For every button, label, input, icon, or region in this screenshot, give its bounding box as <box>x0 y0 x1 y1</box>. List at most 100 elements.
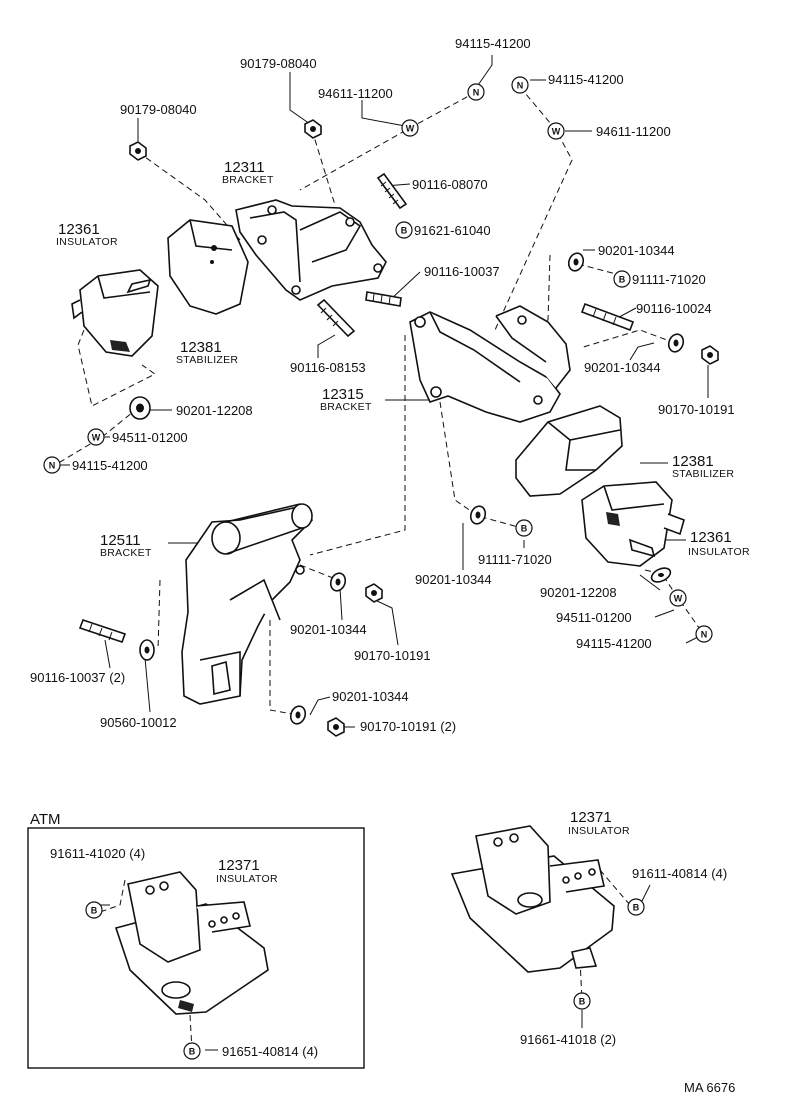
label-12361-left-number: 12361 <box>58 221 100 238</box>
label-94511-right: 94511-01200 <box>556 610 632 625</box>
label-12371-a-name: INSULATOR <box>216 873 278 885</box>
label-90170-10191-b: 90170-10191 <box>354 648 431 663</box>
hex-nut-icons <box>129 119 719 737</box>
svg-text:W: W <box>552 127 561 137</box>
washer-symbol-left: W <box>87 428 105 446</box>
label-90201-12208-left: 90201-12208 <box>176 403 253 418</box>
label-90201-10344-b: 90201-10344 <box>584 360 661 375</box>
bolt-symbol-12371-b: B <box>627 898 645 916</box>
svg-text:N: N <box>701 630 708 640</box>
label-90201-12208-right: 90201-12208 <box>540 585 617 600</box>
stud-icons <box>78 172 635 644</box>
bracket-12511-drawing <box>181 503 314 705</box>
label-94611-a: 94611-11200 <box>318 86 393 101</box>
svg-text:B: B <box>91 906 98 916</box>
label-12371-b-name: INSULATOR <box>568 825 630 837</box>
washer-symbol-bottom: W <box>669 589 687 607</box>
bolt-symbol-91621: B <box>395 221 413 239</box>
nut-symbol-top: N <box>467 83 485 101</box>
label-90560: 90560-10012 <box>100 715 177 730</box>
label-91111-a: 91111-71020 <box>632 272 706 287</box>
svg-text:N: N <box>517 81 524 91</box>
solid-leader-lines <box>58 55 709 1051</box>
label-90179-b: 90179-08040 <box>120 102 197 117</box>
washer-symbol-top: W <box>401 119 419 137</box>
label-94115-left: 94115-41200 <box>72 458 148 473</box>
atm-section-frame <box>27 827 365 1069</box>
flat-washer-icons <box>129 252 685 725</box>
svg-text:N: N <box>49 461 56 471</box>
svg-text:B: B <box>401 226 408 236</box>
insulator-12371-b-drawing <box>450 825 615 973</box>
label-90201-10344-e: 90201-10344 <box>332 689 409 704</box>
label-12511-number: 12511 <box>100 532 141 549</box>
label-90116-08153: 90116-08153 <box>290 360 366 375</box>
bolt-symbol-91111-b: B <box>515 519 533 537</box>
insulator-12361-right-drawing <box>581 481 685 567</box>
svg-text:B: B <box>189 1047 196 1057</box>
label-90179-a: 90179-08040 <box>240 56 317 71</box>
label-94115-top: 94115-41200 <box>455 36 531 51</box>
label-91661: 91661-41018 (2) <box>520 1032 616 1047</box>
svg-text:N: N <box>473 88 480 98</box>
svg-text:W: W <box>674 594 683 604</box>
label-12311-number: 12311 <box>224 159 265 176</box>
label-91611-40814: 91611-40814 (4) <box>632 866 727 881</box>
label-91611-41020: 91611-41020 (4) <box>50 846 145 861</box>
insulator-12361-left-drawing <box>71 269 159 357</box>
label-12381-left-number: 12381 <box>180 339 222 356</box>
bracket-12311-drawing <box>235 199 387 301</box>
hardware-symbols: N N N N W W W W B B B B B B B <box>43 76 719 1060</box>
label-12315-number: 12315 <box>322 386 364 403</box>
label-12511-name: BRACKET <box>100 547 152 559</box>
label-90201-10344-c: 90201-10344 <box>415 572 492 587</box>
label-91621: 91621-61040 <box>414 223 491 238</box>
label-94115-bottom: 94115-41200 <box>576 636 652 651</box>
svg-text:W: W <box>406 124 415 134</box>
label-12381-left-name: STABILIZER <box>176 354 238 366</box>
bolt-symbol-atm-a: B <box>85 901 103 919</box>
label-12315-name: BRACKET <box>320 401 372 413</box>
label-90116-08070: 90116-08070 <box>412 177 488 192</box>
label-90116-10037-a: 90116-10037 <box>424 264 500 279</box>
label-91111-b: 91111-71020 <box>478 552 552 567</box>
bolt-symbol-91661: B <box>573 992 591 1010</box>
insulator-12371-a-drawing <box>114 871 269 1015</box>
svg-text:B: B <box>619 275 626 285</box>
label-94115-right: 94115-41200 <box>548 72 624 87</box>
part-number-labels: 94115-41200 90179-08040 94611-11200 9411… <box>30 36 750 1095</box>
label-12361-left-name: INSULATOR <box>56 236 118 248</box>
label-94611-right: 94611-11200 <box>596 124 671 139</box>
label-atm: ATM <box>30 811 61 828</box>
label-12371-a-number: 12371 <box>218 857 260 874</box>
label-90201-10344-d: 90201-10344 <box>290 622 367 637</box>
bracket-12315-drawing <box>409 305 571 423</box>
label-12361-right-number: 12361 <box>690 529 732 546</box>
svg-text:W: W <box>92 433 101 443</box>
nut-symbol-right: N <box>511 76 529 94</box>
nut-symbol-left: N <box>43 456 61 474</box>
label-90170-10191-c: 90170-10191 (2) <box>360 719 456 734</box>
label-12311-name: BRACKET <box>222 174 274 186</box>
washer-symbol-right: W <box>547 122 565 140</box>
diagram-code: MA 6676 <box>684 1080 735 1095</box>
label-90201-10344-a: 90201-10344 <box>598 243 675 258</box>
stabilizer-12381-right-drawing <box>515 405 623 497</box>
svg-text:B: B <box>633 903 640 913</box>
label-90116-10024: 90116-10024 <box>636 301 712 316</box>
bolt-symbol-91111-a: B <box>613 270 631 288</box>
svg-text:B: B <box>579 997 586 1007</box>
label-94511-left: 94511-01200 <box>112 430 188 445</box>
label-12371-b-number: 12371 <box>570 809 612 826</box>
stabilizer-12381-left-drawing <box>167 219 249 315</box>
label-90116-10037-b: 90116-10037 (2) <box>30 670 125 685</box>
bolt-symbol-atm-b: B <box>183 1042 201 1060</box>
label-91651: 91651-40814 (4) <box>222 1044 318 1059</box>
label-12381-right-name: STABILIZER <box>672 468 734 480</box>
label-90170-10191-a: 90170-10191 <box>658 402 735 417</box>
label-12381-right-number: 12381 <box>672 453 714 470</box>
label-12361-right-name: INSULATOR <box>688 546 750 558</box>
nut-symbol-bottom: N <box>695 625 713 643</box>
svg-text:B: B <box>521 524 528 534</box>
